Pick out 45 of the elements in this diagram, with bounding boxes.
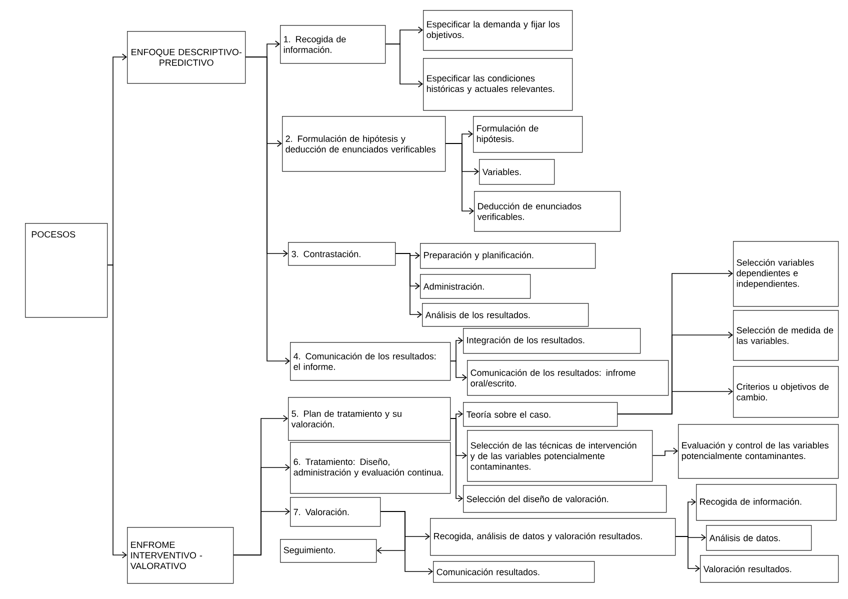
process-box: Criterios u objetivos de cambio. [733, 366, 839, 418]
process-box: Comunicación resultados. [433, 561, 595, 583]
arrow [245, 56, 290, 364]
process-box: Teoría sobre el caso. [463, 402, 618, 427]
process-box: Variables. [479, 159, 555, 185]
arrow [380, 511, 433, 575]
process-box: Valoración resultados. [700, 555, 839, 583]
process-box: Formulación de hipótesis. [473, 116, 583, 153]
process-box: Administración. [420, 274, 531, 299]
process-box: Selección del diseño de valoración. [463, 485, 667, 513]
process-box: 2. Formulación de hipótesis y deducción de enunciados verificables [282, 116, 446, 172]
arrow [675, 536, 700, 572]
arrow [445, 143, 474, 214]
process-box: Selección de medida de las variables. [733, 310, 839, 361]
arrow [233, 508, 290, 556]
process-box: Selección variables dependientes e independientes. [733, 241, 839, 307]
process-box: 6. Tratamiento: Diseño, administración y evaluación continua. [290, 442, 451, 494]
process-box: Análisis de datos. [706, 525, 812, 551]
process-box: 5. Plan de tratamiento y su valoración. [288, 397, 451, 441]
arrow [395, 253, 422, 318]
process-box: POCESOS [25, 223, 108, 318]
arrow [385, 44, 423, 88]
process-box: Preparación y planificación. [420, 243, 596, 269]
process-box: Integración de los resultados. [463, 328, 641, 354]
process-box: Selección de las técnicas de intervención y de las variables potencialmente contaminantes. [467, 430, 653, 482]
process-box: 3. Contrastación. [288, 242, 396, 266]
process-box: Comunicación de los resultados: infrome oral/escrito. [467, 360, 669, 396]
process-box: Especificar las condiciones históricas y actuales relevantes. [423, 58, 573, 111]
arrow [450, 360, 467, 381]
process-box: 7. Valoración. [290, 497, 381, 527]
process-box: ENFROME INTERVENTIVO -VALORATIVO [127, 527, 234, 584]
process-box: Recogida de información. [696, 484, 837, 521]
process-box: Seguimiento. [280, 539, 377, 563]
arrow [450, 418, 463, 502]
process-box: Especificar la demanda y fijar los objetivos. [423, 10, 573, 51]
process-box: Análisis de los resultados. [422, 303, 589, 327]
process-box: 1. Recogida de información. [280, 25, 386, 64]
arrow [107, 264, 127, 558]
process-box: Recogida, análisis de datos y valoración resultados. [430, 518, 676, 556]
arrow [652, 448, 678, 456]
process-box: Evaluación y control de las variables potencialmente contaminantes. [678, 424, 839, 479]
arrow [617, 388, 733, 414]
process-box: ENFOQUE DESCRIPTIVO-PREDICTIVO [127, 31, 246, 84]
process-box: 4. Comunicación de los resultados: el informe. [290, 342, 451, 381]
process-box: Deducción de enunciados verificables. [474, 191, 621, 232]
